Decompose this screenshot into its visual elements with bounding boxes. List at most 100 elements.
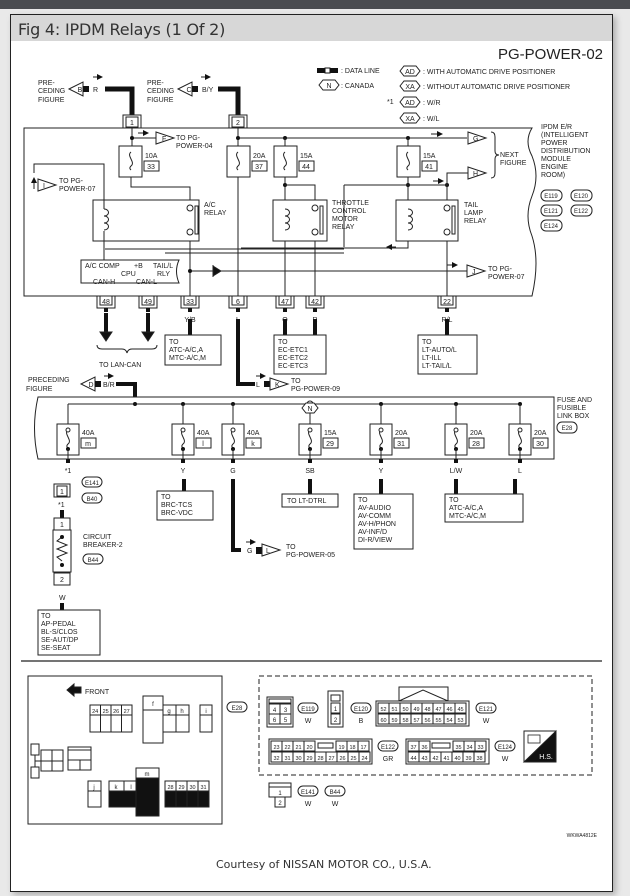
relay-label: RELAY: [204, 210, 227, 217]
dest-label: BRC-VDC: [161, 510, 193, 517]
xa-tag-icon: [399, 80, 421, 92]
note-ad-tag-icon: [399, 96, 421, 108]
next-figure-label: NEXT: [500, 152, 519, 159]
tail-lamp-relay: TAIL LAMP RELAY: [395, 199, 487, 242]
relay-body: [272, 199, 328, 242]
note-xa-tag-label: XA: [405, 116, 415, 123]
terminal-number: 22: [443, 299, 451, 306]
terminal-number: 49: [144, 299, 152, 306]
ipdm-box: [23, 127, 537, 297]
pin-number: 50: [402, 707, 408, 713]
preceding-figure-b[interactable]: PRE- CEDING FIGURE B R: [38, 74, 103, 104]
wire-stub: [445, 308, 449, 312]
offpage-l[interactable]: G L TO PG-POWER-05: [246, 539, 335, 559]
pin-number: 4: [273, 708, 277, 714]
contact-icon: [194, 205, 199, 235]
dest-lt-dtrl[interactable]: TO LT-DTRL: [281, 479, 339, 508]
terminal-48: 48L: [96, 295, 116, 324]
circuit-breaker-chain[interactable]: 1 E141 B40 *1 1 CIRCUIT BREAKER-2 B44 2 …: [37, 476, 123, 656]
connector-id: E28: [562, 426, 573, 432]
fuse-link-box: [34, 396, 555, 460]
pin-number: 25: [350, 756, 356, 762]
fuse-slot-label: 25: [103, 709, 109, 715]
connector-b40: [81, 492, 103, 504]
connector-id: E120: [574, 194, 589, 200]
connector-id: E124: [498, 745, 513, 751]
pin-number: 2: [278, 801, 282, 807]
wire-color: R: [93, 87, 98, 94]
fuse-slot-label: h: [180, 709, 183, 715]
pin-number: 56: [424, 718, 430, 724]
label: POWER-04: [176, 143, 213, 150]
dest-av[interactable]: TO AV-AUDIO AV-COMM AV-H/PHON AV-INF/D D…: [353, 479, 414, 550]
offpage-j[interactable]: J TO PG- POWER-07: [466, 264, 525, 281]
fuse-number: 31: [397, 441, 405, 448]
fuse-icon: [406, 151, 410, 171]
dest-label: SE-AUT/DP: [41, 637, 79, 644]
dest-atc-mtc-2[interactable]: TO ATC-A/C,A MTC-A/C,M: [444, 479, 524, 523]
dest-label: MTC-A/C,M: [449, 513, 486, 520]
pin-number: 52: [380, 707, 386, 713]
front-arrow-icon: [66, 682, 82, 698]
fuse-number: 37: [255, 164, 263, 171]
dest-brc[interactable]: TO BRC-TCS BRC-VDC: [156, 479, 214, 521]
tag-label: L: [266, 548, 270, 555]
tag-label: B: [78, 87, 83, 94]
connector-triangle-icon: [466, 264, 487, 278]
offpage-g[interactable]: G: [467, 131, 488, 145]
legend-data-line: : DATA LINE: [341, 68, 380, 75]
wire-color: G: [230, 468, 235, 475]
lan-can-arrows[interactable]: TO LAN-CAN: [96, 313, 158, 369]
label: DISTRIBUTION: [541, 148, 590, 155]
dest-label: AP-PEDAL: [41, 621, 76, 628]
label: MODULE: [541, 156, 571, 163]
pin-number: 60: [380, 718, 386, 724]
xa-tag-label: XA: [405, 84, 415, 91]
fuse-icon: [308, 429, 312, 449]
dest-atc-mtc[interactable]: TO ATC-A/C,A MTC-A/C,M: [164, 319, 222, 366]
dest-label: AV-AUDIO: [358, 505, 391, 512]
connector-id: B44: [330, 790, 341, 796]
throttle-control-motor-relay: THROTTLE CONTROL MOTOR RELAY: [272, 199, 369, 242]
wire-stub: [236, 308, 240, 312]
pin-number: 35: [455, 745, 461, 751]
connector-id: E121: [544, 209, 559, 215]
offpage-f[interactable]: F TO PG- POWER-04: [138, 130, 213, 150]
label: CEDING: [38, 88, 65, 95]
fuse-amp: 40A: [82, 430, 95, 437]
dest-lt[interactable]: TO LT-AUTO/L LT-ILL LT-TAIL/L: [417, 319, 478, 375]
preceding-figure-d[interactable]: PRECEDING FIGURE D B/R: [26, 373, 115, 393]
preceding-figure-c[interactable]: PRE- CEDING FIGURE C B/Y: [147, 74, 214, 104]
offpage-i[interactable]: I TO PG- POWER-07: [31, 163, 105, 200]
pin-number: 20: [306, 745, 312, 751]
data-line-icon: [317, 68, 325, 73]
label: PG-POWER-09: [291, 386, 340, 393]
fuse-slot-label: m: [145, 772, 150, 778]
label: CEDING: [147, 88, 174, 95]
pin-number: 54: [446, 718, 452, 724]
arrow-down-icon: [99, 331, 113, 342]
wire-g: [231, 479, 241, 552]
terminal-number: 1: [130, 120, 134, 127]
dest-label: ATC-A/C,A: [449, 505, 483, 512]
pin-number: 31: [284, 756, 290, 762]
wire-stub: [192, 86, 198, 92]
fuse-amp: 40A: [197, 430, 210, 437]
offpage-h[interactable]: H: [467, 166, 488, 180]
window-top-bar: [0, 0, 630, 9]
note-xa-tag-icon: [399, 112, 421, 124]
offpage-k[interactable]: L K TO PG-POWER-09: [256, 373, 340, 393]
dest-ec-etc[interactable]: TO EC-ETC1 EC-ETC2 EC-ETC3: [273, 319, 327, 375]
fuse-icon: [283, 151, 287, 171]
ad-tag-icon: [399, 65, 421, 77]
connector-e141: [81, 476, 103, 488]
wire-stub: [104, 308, 108, 312]
fuse-number: 30: [536, 441, 544, 448]
breaker-label: CIRCUIT: [83, 534, 112, 541]
pin-number: 36: [421, 745, 427, 751]
label: TO: [286, 544, 296, 551]
connector-id: E122: [574, 209, 589, 215]
